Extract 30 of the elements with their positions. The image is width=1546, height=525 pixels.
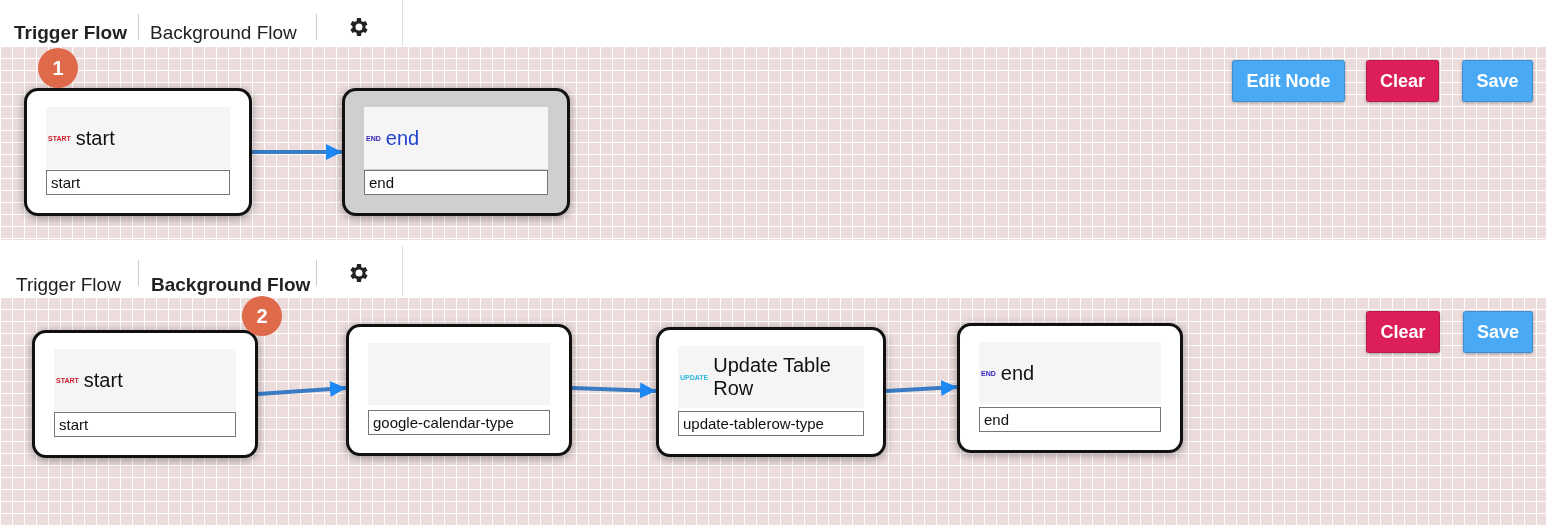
- node-title: end: [385, 126, 420, 150]
- text-field: start: [46, 170, 230, 195]
- tab-label: Trigger Flow: [14, 22, 127, 44]
- flow-node-card: [32, 330, 258, 458]
- flow-node-card: [957, 323, 1183, 453]
- save-button: Save: [1463, 311, 1533, 353]
- arrow: [252, 144, 342, 160]
- text-field: google-calendar-type: [368, 410, 550, 435]
- tab-label: Background Flow: [151, 274, 311, 296]
- arrow: [885, 379, 958, 396]
- node-title: Update Table Row: [713, 354, 832, 400]
- save-button: Save: [1462, 60, 1533, 102]
- tab-label: Background Flow: [150, 22, 297, 44]
- flow-node-card: [24, 88, 252, 216]
- clear-button: Clear: [1366, 60, 1439, 102]
- text-field: update-tablerow-type: [678, 411, 864, 436]
- tab-label: Trigger Flow: [16, 274, 121, 296]
- flow-node-card: [342, 88, 570, 216]
- flow-node-card: [346, 324, 572, 456]
- arrow: [571, 382, 657, 399]
- clear-button: Clear: [1366, 311, 1440, 353]
- arrow: [257, 381, 347, 398]
- text-field: end: [364, 170, 548, 195]
- text-field: end: [979, 407, 1161, 432]
- edit-button: Edit Node: [1232, 60, 1345, 102]
- node-title: start: [83, 368, 123, 392]
- node-title: end: [1000, 361, 1035, 385]
- flow-node-card: [656, 327, 886, 457]
- node-title: start: [75, 126, 115, 150]
- text-field: start: [54, 412, 236, 437]
